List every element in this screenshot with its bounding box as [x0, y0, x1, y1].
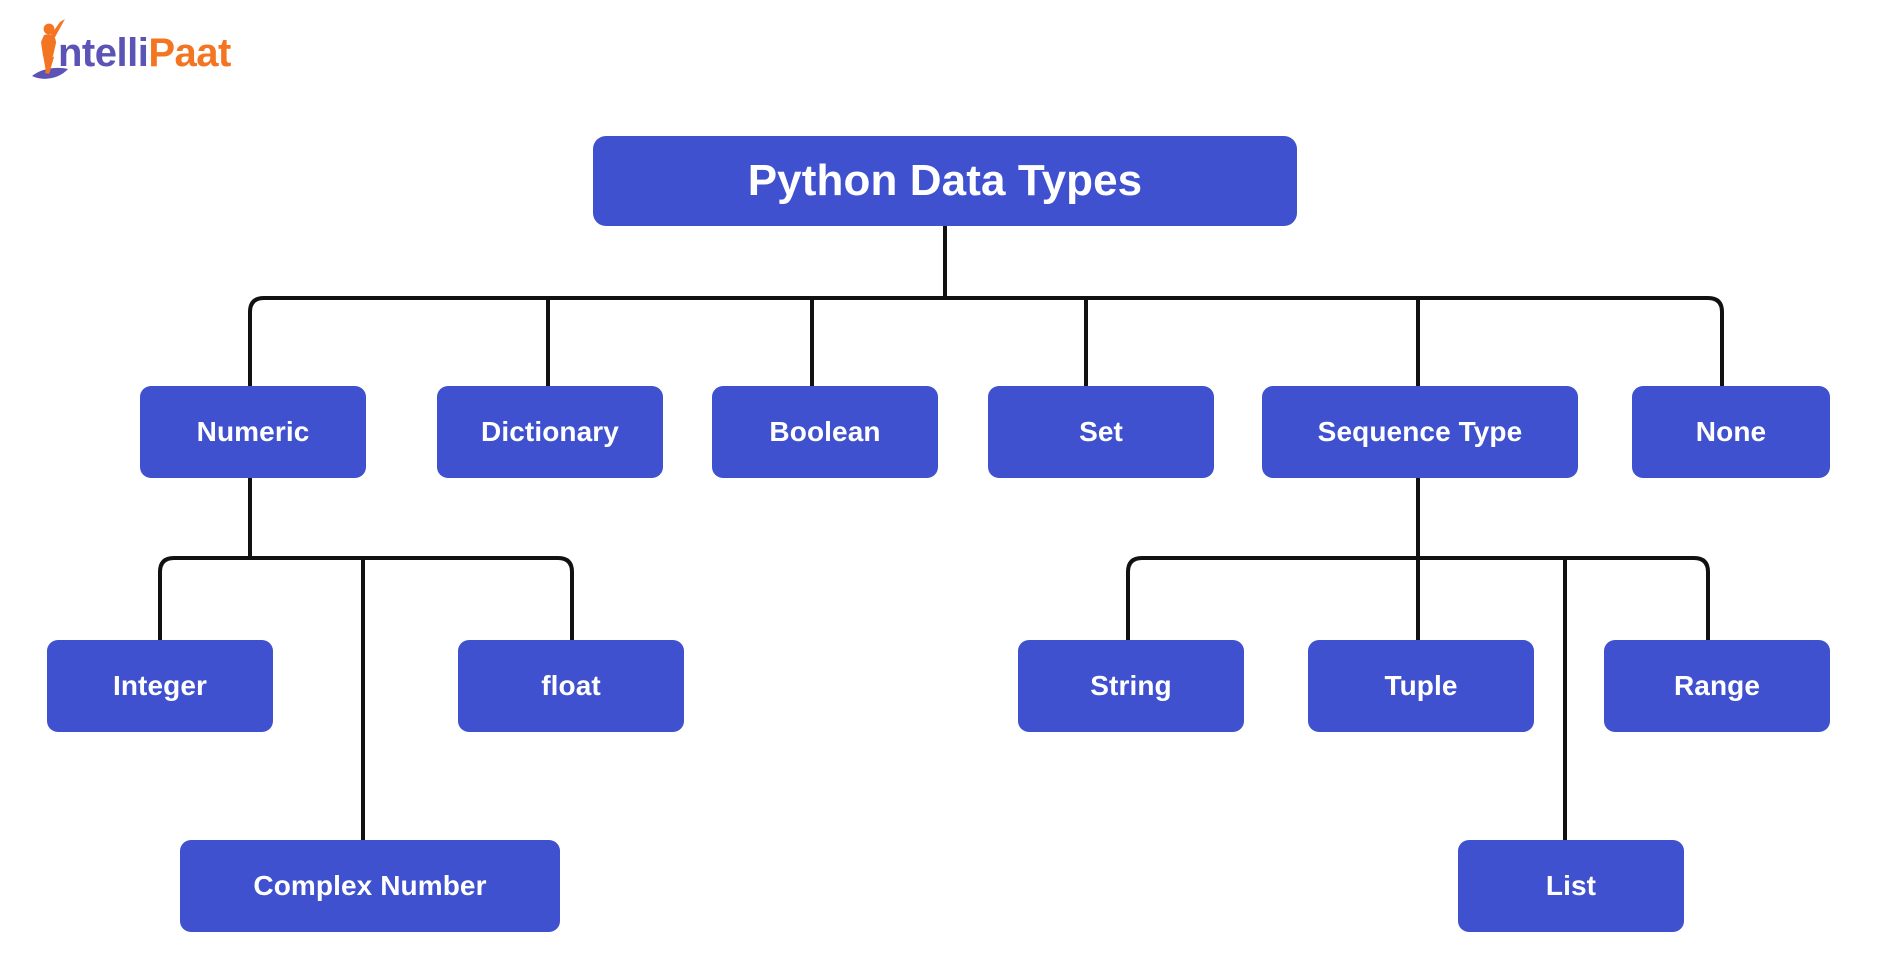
node-label: Sequence Type	[1317, 416, 1523, 447]
edge-numeric-bus	[158, 556, 574, 640]
node-boolean[interactable]: Boolean	[712, 386, 938, 478]
node-label: Integer	[112, 670, 208, 701]
node-range[interactable]: Range	[1604, 640, 1830, 732]
logo-wordmark-part2: Paat	[148, 31, 231, 75]
person-jumping-icon	[30, 14, 76, 86]
logo-wordmark: ntelliPaat	[58, 33, 231, 73]
node-label: Set	[1079, 416, 1123, 447]
node-label: Dictionary	[481, 416, 619, 447]
node-label: Numeric	[196, 416, 310, 447]
node-sequence-type[interactable]: Sequence Type	[1262, 386, 1578, 478]
edge-sequence-bus	[1126, 556, 1710, 640]
node-python-data-types[interactable]: Python Data Types	[593, 136, 1297, 226]
node-integer[interactable]: Integer	[47, 640, 273, 732]
node-label: Complex Number	[253, 870, 487, 901]
node-label: None	[1695, 416, 1767, 447]
node-label: float	[541, 670, 601, 701]
node-label: Tuple	[1384, 670, 1458, 701]
node-numeric[interactable]: Numeric	[140, 386, 366, 478]
logo-wordmark-part1: ntelli	[58, 31, 149, 75]
node-float[interactable]: float	[458, 640, 684, 732]
node-list[interactable]: List	[1458, 840, 1684, 932]
node-tuple[interactable]: Tuple	[1308, 640, 1534, 732]
node-dictionary[interactable]: Dictionary	[437, 386, 663, 478]
node-none[interactable]: None	[1632, 386, 1830, 478]
edge-level2-bus	[248, 296, 1724, 386]
node-complex-number[interactable]: Complex Number	[180, 840, 560, 932]
node-label: Python Data Types	[747, 156, 1143, 205]
node-label: Range	[1673, 670, 1761, 701]
intellipaat-logo: ntelliPaat	[30, 14, 231, 86]
node-string[interactable]: String	[1018, 640, 1244, 732]
node-label: List	[1545, 870, 1597, 901]
node-label: Boolean	[769, 416, 881, 447]
node-set[interactable]: Set	[988, 386, 1214, 478]
node-label: String	[1090, 670, 1172, 701]
